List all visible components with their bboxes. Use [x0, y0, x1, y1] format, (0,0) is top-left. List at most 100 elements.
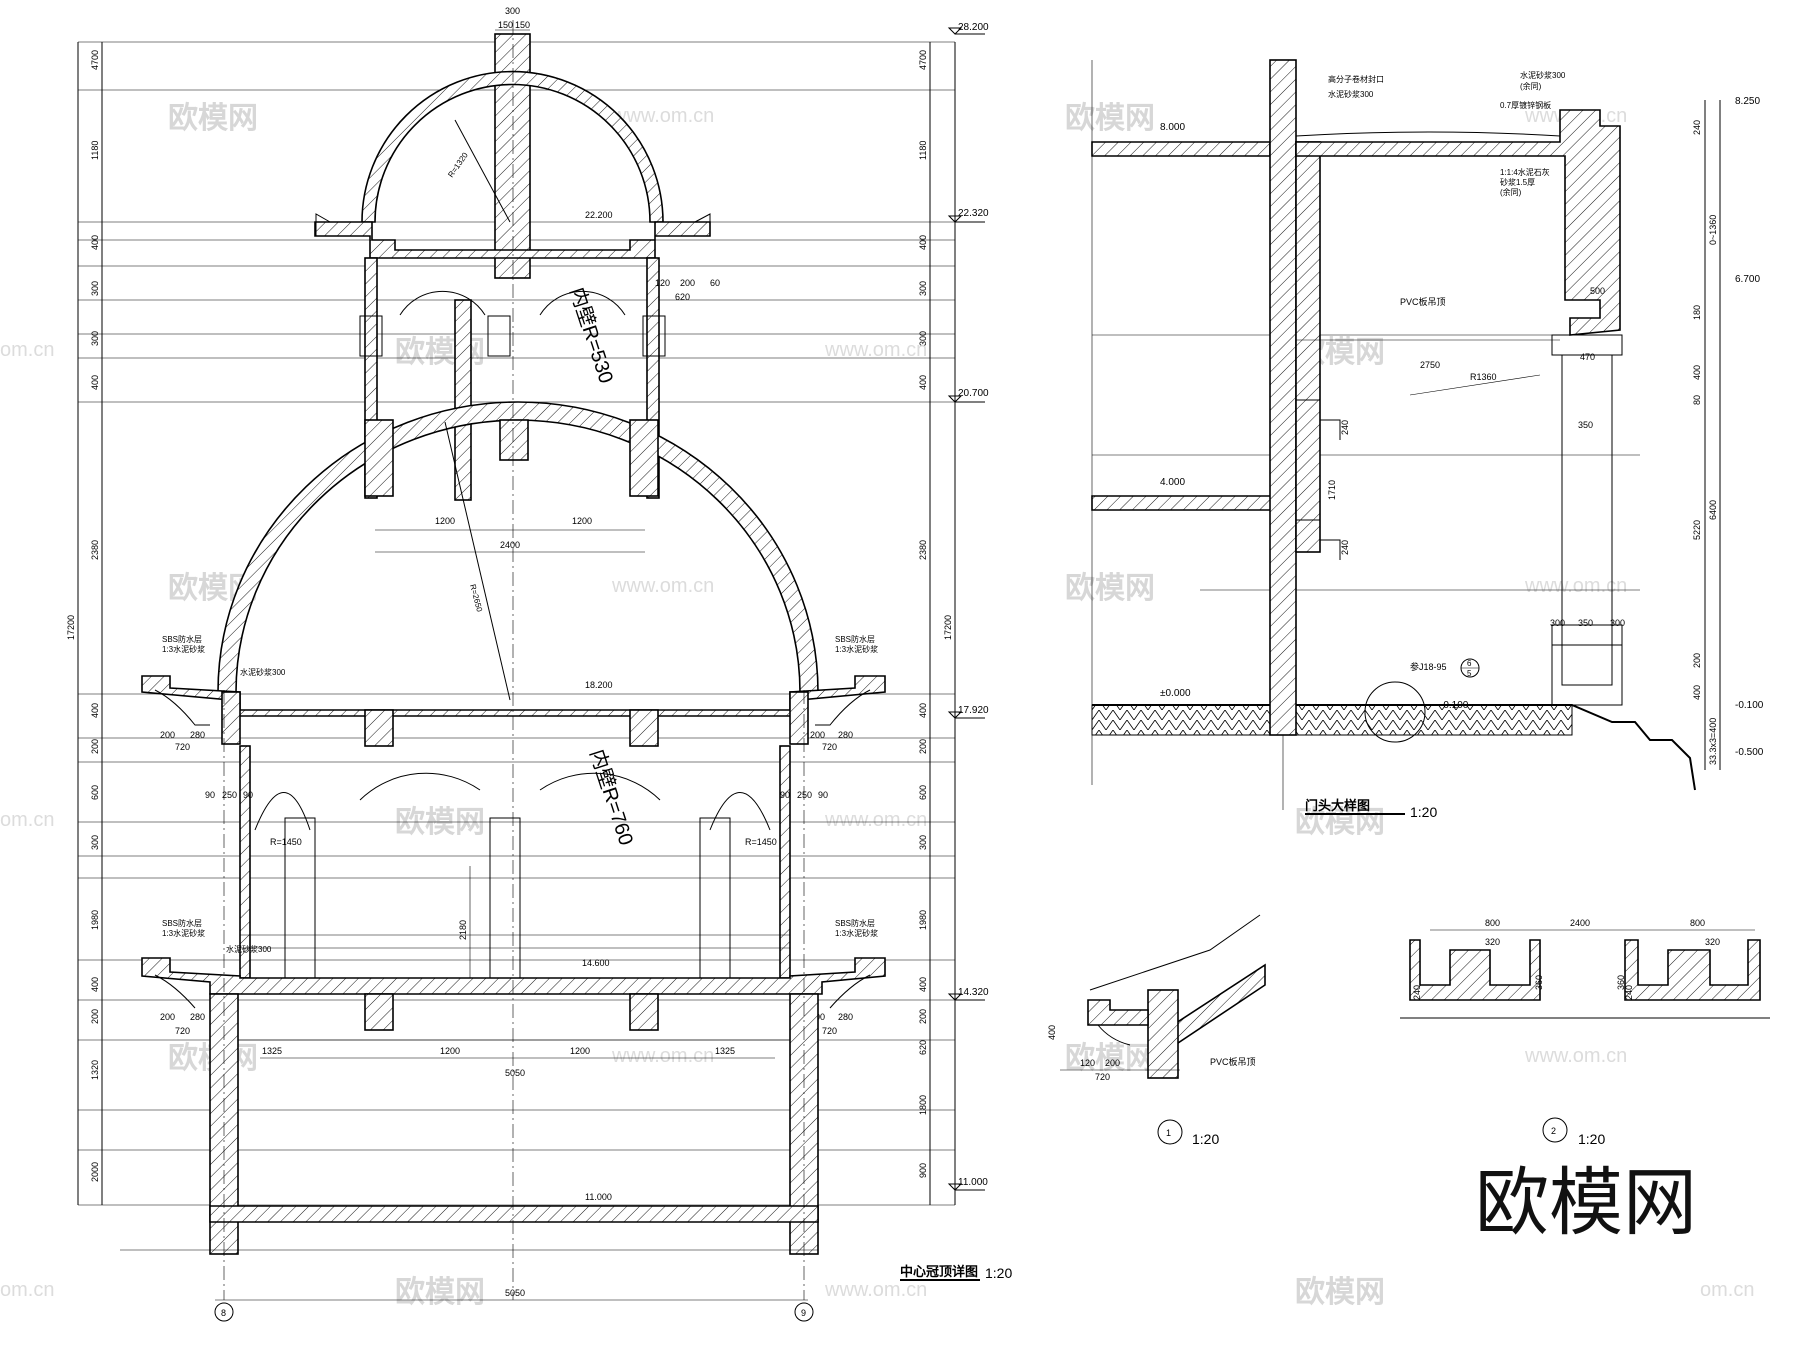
dim-label: 470	[1580, 352, 1595, 362]
dim-label: 5220	[1692, 520, 1702, 540]
dim-label: 6400	[1708, 500, 1718, 520]
cornice-dim: 280	[190, 1012, 205, 1022]
sbs-mortar: 1:3水泥砂浆	[835, 928, 878, 938]
lower-slab: 14.600 200 280 720 200 280 720	[141, 957, 886, 1036]
span-dim: 2400	[500, 540, 520, 550]
dim-label: 200	[90, 739, 100, 754]
dim-label: 1180	[918, 141, 928, 160]
drawing-title: 中心冠顶详图	[900, 1264, 978, 1279]
radius-label: R=1450	[745, 837, 777, 847]
dim-label: 400	[918, 375, 928, 390]
level-mark: 22.320	[958, 208, 989, 219]
note: (余同)	[1520, 81, 1542, 91]
cornice-dim: 200	[160, 1012, 175, 1022]
watermark-url: www.om.cn	[611, 575, 714, 597]
dim-label: 120	[1080, 1058, 1095, 1068]
top-finial: 300 150 150	[494, 6, 531, 279]
note: 砂浆1.5厚	[1500, 177, 1535, 187]
level-mark: 17.920	[958, 705, 989, 716]
upper-drum: 内壁R=530 120 200 60 620	[359, 257, 720, 501]
dim-label: 80	[1692, 395, 1702, 405]
cornice-dim: 720	[822, 1026, 837, 1036]
dim-label: 2000	[90, 1162, 100, 1182]
middle-slab: 200 280 720 200 280 720	[141, 675, 886, 752]
main-dome: 1200 2400 1200 R=2650 18.200 水泥砂浆300	[217, 401, 819, 701]
dim-label: 1800	[918, 1095, 928, 1115]
cornice-dim: 280	[190, 730, 205, 740]
span-dim: 1200	[572, 516, 592, 526]
watermark: 欧模网	[1065, 1042, 1155, 1075]
dim-label: 300	[918, 331, 928, 346]
dim-label: 240	[1340, 540, 1350, 555]
sbs-label: SBS防水层	[162, 634, 202, 644]
width-dim: 5050	[505, 1068, 525, 1078]
dim-label: 180	[1692, 305, 1702, 320]
dim-label: 400	[90, 703, 100, 718]
inner-level: -0.100	[1440, 700, 1469, 711]
watermark-url: www.om.cn	[1524, 575, 1627, 597]
dim-label: 400	[918, 703, 928, 718]
dim-label: 320	[1485, 937, 1500, 947]
reference-label: 参J18-95	[1410, 661, 1447, 672]
dim-label: 300	[90, 281, 100, 296]
dim-label: 400	[1692, 365, 1702, 380]
inner-level: ±0.000	[1160, 688, 1191, 699]
note: 0.7厚镀锌钢板	[1500, 100, 1551, 110]
watermark-url: om.cn	[0, 1279, 54, 1301]
pier-dim: 90	[243, 790, 253, 800]
watermark: 欧模网	[1065, 102, 1155, 135]
pier-dim: 250	[222, 790, 237, 800]
dim-label: 2380	[918, 540, 928, 560]
dim-label: 200	[1105, 1058, 1120, 1068]
dim-label: 300	[505, 6, 520, 16]
radius-label: R1360	[1470, 372, 1497, 382]
dim-label: 400	[90, 375, 100, 390]
watermark-url: om.cn	[1700, 1279, 1754, 1301]
door-detail-drawing: PVC板吊顶 2750 R1360 470 350 350 300 300 50…	[1091, 59, 1764, 820]
cornice-dim: 720	[175, 1026, 190, 1036]
sbs-mortar: 1:3水泥砂浆	[162, 928, 205, 938]
dim-label: 240	[1340, 420, 1350, 435]
sbs-label: SBS防水层	[162, 918, 202, 928]
dim-label: 2750	[1420, 360, 1440, 370]
dim-label: 620	[675, 292, 690, 302]
dim-label: 1980	[90, 910, 100, 930]
watermark-url: www.om.cn	[824, 1279, 927, 1301]
cornice-dim: 280	[838, 1012, 853, 1022]
dim-label: 400	[1047, 1025, 1057, 1040]
cornice-dim: 200	[160, 730, 175, 740]
lower-arcade: 2180 内壁R=760 R=1450 R=1450 90 250 90 90 …	[205, 745, 828, 979]
dim-label: 400	[90, 235, 100, 250]
dim-label: 720	[1095, 1072, 1110, 1082]
sbs-notes: SBS防水层 1:3水泥砂浆 SBS防水层 1:3水泥砂浆 SBS防水层 1:3…	[162, 634, 878, 938]
dim-label: 350	[1578, 420, 1593, 430]
lower-dim: 1325	[262, 1046, 282, 1056]
watermark-url: www.om.cn	[611, 105, 714, 127]
brand-logo: 欧模网	[1475, 1160, 1697, 1246]
level-mark: -0.100	[1735, 700, 1764, 711]
pvc-label: PVC板吊顶	[1400, 296, 1446, 307]
pier-dim: 90	[818, 790, 828, 800]
dim-label: 150	[498, 20, 513, 30]
dim-label: 400	[90, 977, 100, 992]
level-mark: 14.320	[958, 987, 989, 998]
dim-label: 150	[515, 20, 530, 30]
dim-label: 200	[90, 1009, 100, 1024]
level-mark: 8.250	[1735, 96, 1760, 107]
radius-label: R=2650	[468, 583, 484, 613]
dim-label: 2180	[458, 920, 468, 940]
inner-radius-label: 内壁R=760	[585, 746, 638, 848]
watermark-url: www.om.cn	[611, 1045, 714, 1067]
watermark: 欧模网	[1295, 806, 1385, 839]
cornice-dim: 720	[175, 742, 190, 752]
elevation-marks: 28.200 22.320 20.700 17.920 14.320 11.00…	[947, 22, 989, 1191]
level-mark: 20.700	[958, 388, 989, 399]
detail-1-drawing: 400 120 200 720 PVC板吊顶 1 1:20	[1047, 914, 1266, 1147]
reference-number: 6	[1467, 659, 1472, 668]
left-dimension-chain: 4700 1180 400 300 300 400 2380 400 200 6…	[66, 42, 103, 1205]
dim-label: 60	[710, 278, 720, 288]
cornice-dim: 200	[810, 730, 825, 740]
note: 水泥砂浆300	[1328, 89, 1374, 99]
pier-dim: 90	[780, 790, 790, 800]
axis-lines: 8 9	[214, 20, 814, 1322]
